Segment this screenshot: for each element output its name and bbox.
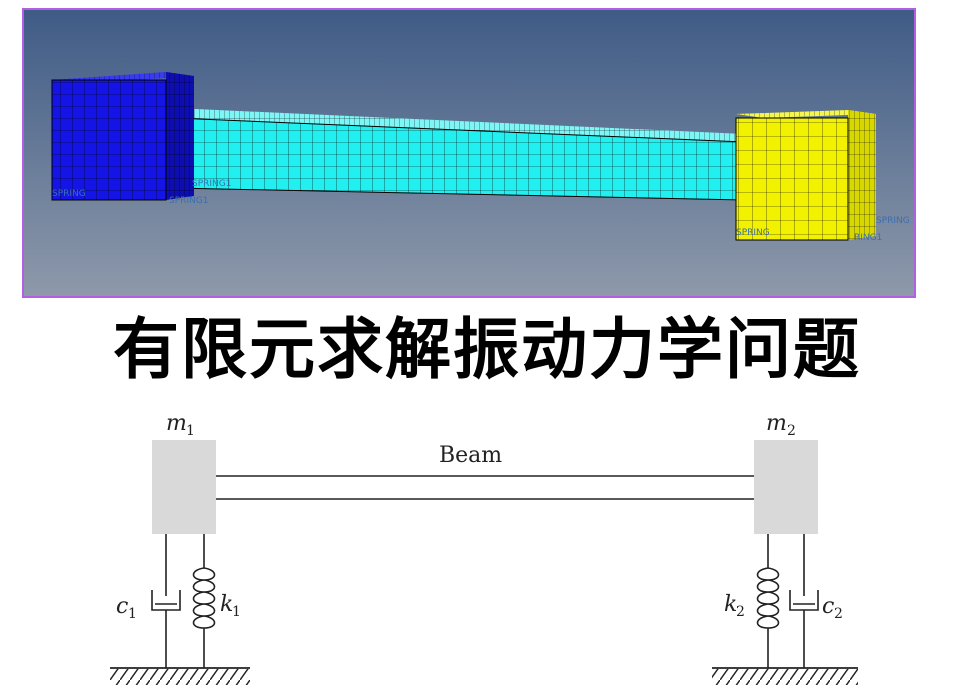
mass-m1-label: m [166, 411, 187, 436]
ground-right [712, 667, 858, 685]
fem-label-right-spring1: RING1 [854, 233, 882, 243]
fem-right-mass [735, 110, 876, 241]
k1-label: k [220, 592, 233, 617]
spring-k2 [756, 534, 780, 668]
fem-label-left-spring1-b: SPRING1 [169, 196, 208, 206]
mass-m2-subscript: 2 [787, 423, 796, 439]
fem-label-left-spring: SPRING [52, 189, 86, 199]
fem-left-mass [51, 72, 194, 201]
c1-subscript: 1 [128, 606, 137, 622]
beam [216, 475, 754, 500]
ground-left [110, 667, 250, 685]
fem-model-view: SPRING SPRING1 SPRING1 SPRING SPRING RIN… [22, 8, 916, 298]
mass-spring-beam-schematic: m 1 m 2 Beam c 1 k 1 k 2 c 2 [110, 411, 858, 685]
fem-label-right-spring-b: SPRING [876, 216, 910, 226]
mass-m2-block [754, 440, 818, 534]
beam-label: Beam [439, 443, 502, 468]
mass-m1-subscript: 1 [186, 423, 195, 439]
k2-subscript: 2 [736, 604, 745, 620]
c1-label: c [116, 594, 128, 619]
k1-subscript: 1 [232, 604, 241, 620]
mass-m2-label: m [766, 411, 787, 436]
c2-subscript: 2 [834, 606, 843, 622]
damper-c1 [151, 534, 181, 668]
c2-label: c [822, 594, 834, 619]
page-title: 有限元求解振动力学问题 [113, 311, 861, 388]
fem-label-left-spring1-a: SPRING1 [192, 179, 231, 189]
k2-label: k [724, 592, 737, 617]
mass-m1-block [152, 440, 216, 534]
spring-k1 [192, 534, 216, 668]
fem-beam [173, 108, 745, 201]
fem-model-canvas: SPRING SPRING1 SPRING1 SPRING SPRING RIN… [24, 10, 914, 296]
fem-label-right-spring: SPRING [736, 228, 770, 238]
damper-c2 [789, 534, 819, 668]
